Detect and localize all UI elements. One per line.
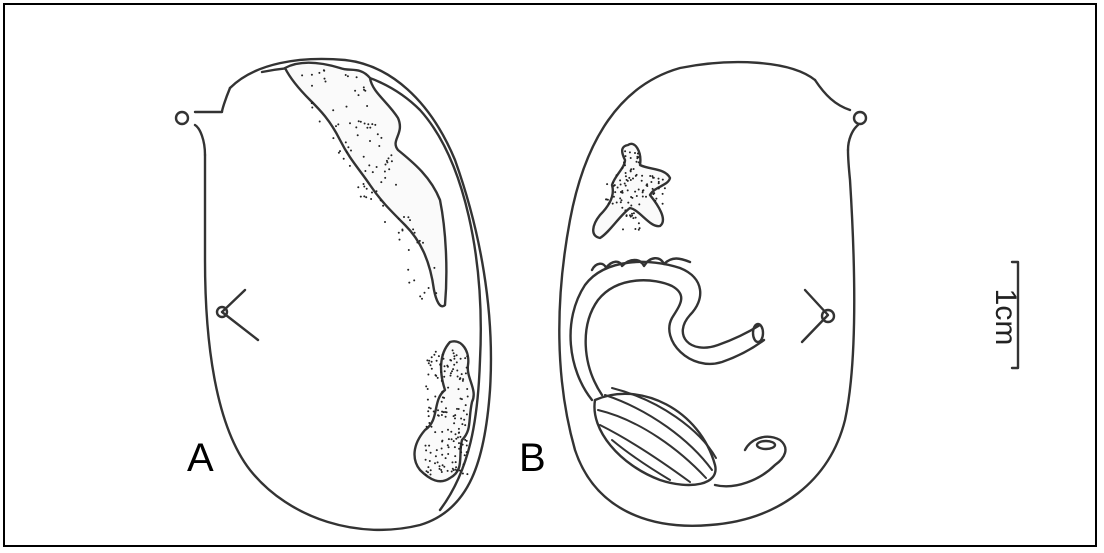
specimen-a-siphon-opening [176,112,188,124]
panel-a-label: A [187,438,214,478]
specimen-a-gonad-upper [285,63,446,307]
specimen-b-atrial-siphon [802,290,828,342]
specimen-b-endostyle-opening [757,441,775,449]
specimen-b-frill [592,258,690,270]
specimen-b [559,62,866,526]
specimen-b-branchial-stripes [598,388,716,482]
panel-b-label: B [519,438,546,478]
specimen-b-siphon [815,80,858,150]
specimen-b-siphon-opening [854,112,866,124]
scale-label: 1cm [988,287,1022,347]
specimen-a-siphon [195,88,230,155]
